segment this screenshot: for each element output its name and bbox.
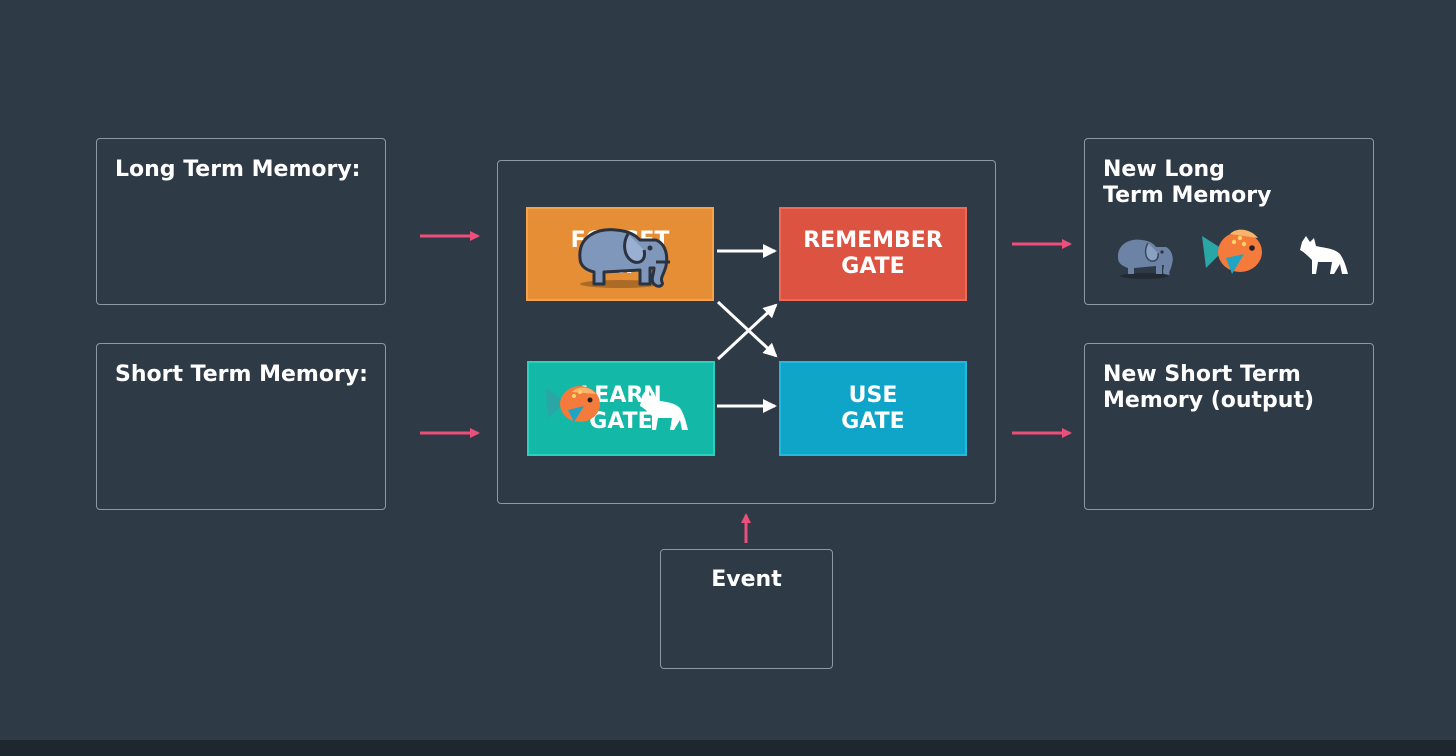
use-gate: USE GATE — [779, 361, 967, 456]
bottom-bar — [0, 740, 1456, 756]
event-box: Event — [660, 549, 833, 669]
fish-icon — [546, 386, 600, 422]
new-ltm-fish-icon — [1202, 229, 1262, 274]
elephant-icon — [578, 228, 670, 288]
new-short-term-memory-title: New Short Term Memory (output) — [1103, 362, 1315, 413]
wolf-icon — [640, 390, 688, 430]
use-gate-label: USE GATE — [841, 382, 905, 434]
long-term-memory-title: Long Term Memory: — [115, 157, 361, 182]
short-term-memory-box: Short Term Memory: — [96, 343, 386, 510]
new-ltm-elephant-icon — [1117, 239, 1173, 279]
learn-to-remember-arrow — [716, 303, 778, 361]
remember-gate: REMEMBER GATE — [779, 207, 967, 301]
new-short-term-memory-box: New Short Term Memory (output) — [1084, 343, 1374, 510]
lstm-cell-box — [497, 160, 996, 504]
remember-gate-label: REMEMBER GATE — [803, 228, 943, 279]
long-term-memory-box: Long Term Memory: — [96, 138, 386, 305]
new-ltm-wolf-icon — [1300, 236, 1348, 274]
new-long-term-memory-box: New Long Term Memory — [1084, 138, 1374, 305]
short-term-memory-title: Short Term Memory: — [115, 362, 368, 387]
forget-to-use-arrow — [716, 300, 778, 358]
new-long-term-memory-title: New Long Term Memory — [1103, 157, 1272, 208]
event-title: Event — [711, 567, 782, 592]
